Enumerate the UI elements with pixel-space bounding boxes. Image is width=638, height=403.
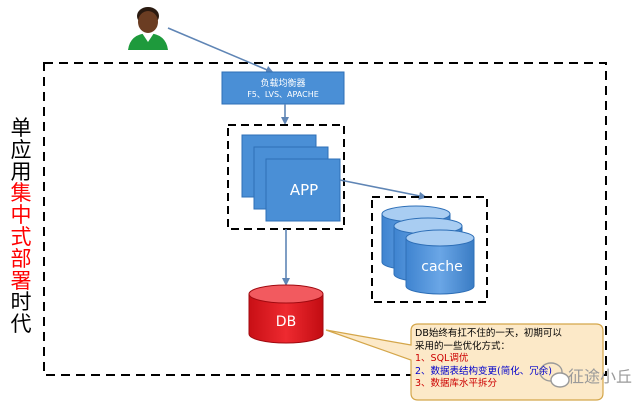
load-balancer-box xyxy=(221,71,345,105)
cache-cylinder-front xyxy=(405,229,475,295)
note-item-schema: 2、数据表结构变更(简化、冗余) xyxy=(415,365,552,377)
load-balancer-title: 负载均衡器 xyxy=(260,79,306,89)
arrow-app-to-cache xyxy=(339,179,427,200)
outer-boundary xyxy=(43,62,607,376)
cache-group-boundary xyxy=(371,196,488,303)
note-line: 采用的一些优化方式： xyxy=(415,340,511,352)
cache-label: cache xyxy=(421,259,463,275)
vertical-era-label: 单 应 用 集 中 式 部 署 时 代 xyxy=(6,116,36,337)
wechat-icon xyxy=(539,362,570,388)
user-icon xyxy=(128,7,168,50)
label-char: 时 xyxy=(10,290,32,315)
note-item-sharding: 3、数据库水平拆分 xyxy=(415,378,498,389)
label-char: 用 xyxy=(10,159,32,184)
note-item-sql: 1、SQL调优 xyxy=(415,353,469,364)
label-char: 应 xyxy=(10,137,32,162)
note-callout xyxy=(325,323,604,401)
watermark-text: 征途小丘 xyxy=(568,367,633,386)
load-balancer-subtitle: F5、LVS、APACHE xyxy=(247,90,319,99)
label-char: 式 xyxy=(10,224,32,249)
app-box-front xyxy=(265,158,341,222)
optimization-note: DB始终有扛不住的一天，初期可以 采用的一些优化方式： 1、SQL调优 2、数据… xyxy=(415,328,595,391)
label-char: 集 xyxy=(10,181,32,206)
db-cylinder xyxy=(248,284,324,344)
label-char: 代 xyxy=(10,312,32,337)
arrow-user-to-lb xyxy=(167,27,274,74)
note-line: DB始终有扛不住的一天，初期可以 xyxy=(415,328,562,339)
db-label: DB xyxy=(275,314,297,330)
label-char: 单 xyxy=(10,116,32,140)
label-char: 中 xyxy=(10,203,32,228)
label-char: 署 xyxy=(10,268,32,293)
label-char: 部 xyxy=(10,246,32,271)
app-label: APP xyxy=(289,181,319,199)
